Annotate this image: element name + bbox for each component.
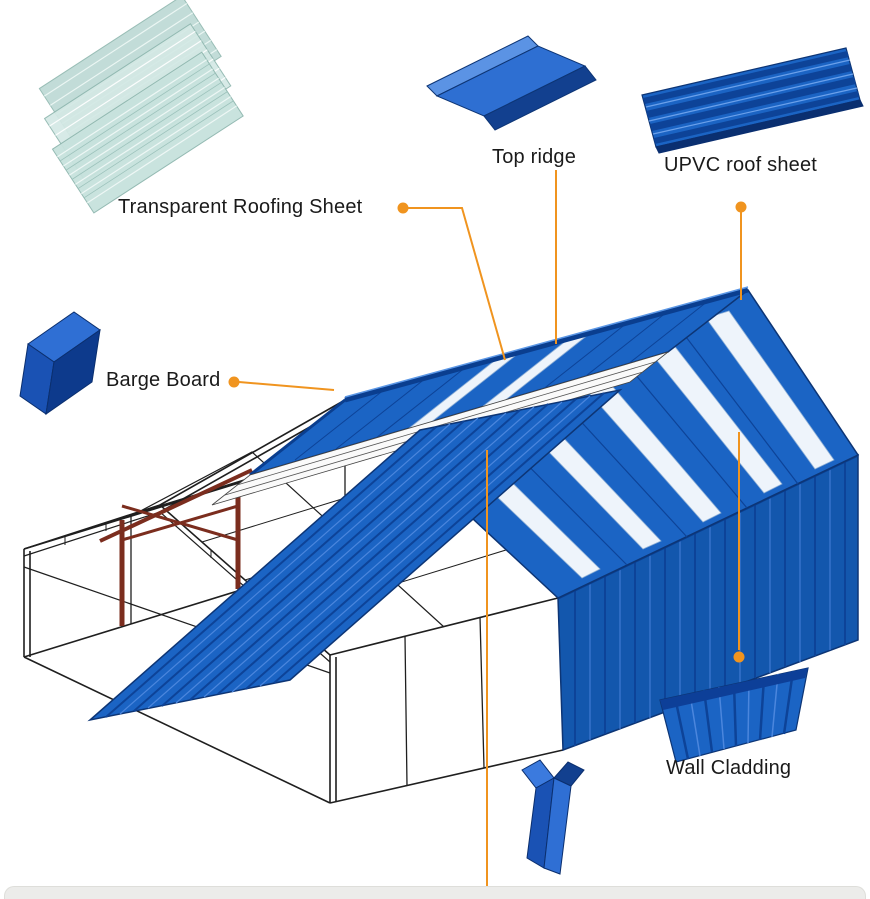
upvc-roof-sheet-illustration xyxy=(641,47,864,154)
label-wall-cladding: Wall Cladding xyxy=(666,757,792,779)
barge-board-illustration xyxy=(19,311,101,416)
building-left-roof-upper-band xyxy=(249,289,749,477)
building-ridge-cap xyxy=(344,286,749,403)
label-upvc-roof-sheet: UPVC roof sheet xyxy=(664,154,818,176)
bottom-edge-bar xyxy=(4,886,866,899)
connector-barge-board xyxy=(228,376,335,391)
label-top-ridge: Top ridge xyxy=(492,146,577,168)
connectors xyxy=(228,170,747,893)
label-barge-board: Barge Board xyxy=(106,369,221,391)
connector-wall-cladding xyxy=(733,432,745,663)
flashing-illustration xyxy=(521,759,585,875)
transparent-roofing-sheet-illustration xyxy=(38,0,244,214)
connector-upvc-roof-sheet xyxy=(735,201,747,300)
label-transparent-roofing-sheet: Transparent Roofing Sheet xyxy=(118,196,363,218)
connector-transparent-roofing-sheet xyxy=(397,202,506,361)
barge-board-edge xyxy=(249,398,346,477)
interior-columns xyxy=(99,468,253,626)
top-ridge-illustration xyxy=(426,35,597,131)
wall-cladding-illustration xyxy=(659,667,809,763)
